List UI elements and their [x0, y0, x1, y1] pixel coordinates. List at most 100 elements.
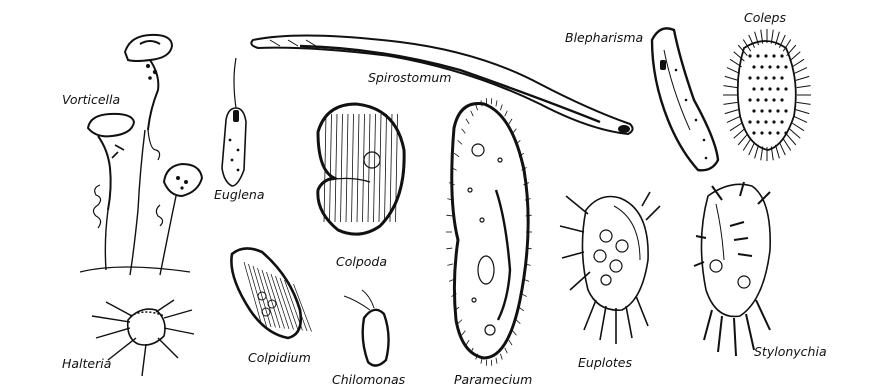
coleps-spine: [796, 110, 809, 114]
paramecium-cilium: [509, 340, 512, 345]
coleps-plate: [776, 87, 779, 90]
coleps-spine: [749, 142, 755, 155]
stylonychia-cirrus: [746, 314, 754, 350]
halteria-bristle: [164, 310, 192, 318]
coleps-plate: [756, 98, 759, 101]
colpoda-striation: [341, 114, 343, 222]
coleps-spine: [723, 86, 737, 88]
coleps-spine: [794, 68, 807, 74]
coleps-plate: [784, 131, 787, 134]
coleps-plate: [776, 109, 779, 112]
coleps-spine: [787, 134, 796, 145]
coleps-plate: [772, 54, 775, 57]
stylonychia-cirrus: [730, 222, 744, 226]
paramecium-cilium: [446, 215, 452, 216]
label-euplotes: Euplotes: [578, 355, 632, 370]
euplotes-cirrus: [562, 252, 584, 258]
vorticella-drawing: [80, 35, 202, 275]
paramecium-cilium: [505, 111, 508, 116]
label-paramecium: Paramecium: [454, 372, 532, 387]
coleps-plate: [780, 54, 783, 57]
label-euglena: Euglena: [214, 187, 265, 202]
coleps-spine: [723, 102, 737, 104]
coleps-spine: [727, 68, 740, 74]
coleps-plate: [780, 76, 783, 79]
coleps-spine: [725, 110, 738, 114]
coleps-plate: [752, 65, 755, 68]
coleps-plate: [768, 109, 771, 112]
euplotes-cirrus: [566, 196, 588, 214]
coleps-plate: [764, 76, 767, 79]
label-colpidium: Colpidium: [248, 350, 311, 365]
coleps-spine: [787, 45, 796, 56]
colpidium-striation: [244, 262, 262, 326]
stylonychia-cirrus: [738, 254, 752, 256]
coleps-spine: [727, 117, 740, 123]
euglena-dots: [229, 110, 240, 171]
label-chilomonas: Chilomonas: [332, 372, 406, 387]
halteria-bristle: [96, 328, 130, 338]
coleps-spine: [779, 142, 785, 155]
coleps-plate: [752, 109, 755, 112]
coleps-plate: [748, 54, 751, 57]
coleps-spine: [738, 134, 747, 145]
coleps-plate: [760, 87, 763, 90]
vorticella-granules: [146, 64, 188, 190]
paramecium-cilium: [462, 331, 466, 336]
paramecium-organelles: [468, 144, 510, 335]
label-spirostomum: Spirostomum: [368, 70, 451, 85]
coleps-plate: [784, 109, 787, 112]
coleps-plate: [768, 87, 771, 90]
colpoda-striation: [335, 114, 337, 222]
coleps-spine: [797, 102, 811, 104]
coleps-plate: [772, 76, 775, 79]
coleps-plate: [772, 120, 775, 123]
coleps-spine: [734, 129, 745, 138]
halteria-bristle: [92, 316, 130, 322]
euplotes-cirrus: [560, 226, 584, 232]
halteria-bristle: [142, 344, 146, 376]
coleps-plate: [784, 65, 787, 68]
euplotes-drawing: [582, 197, 648, 311]
paramecium-cilium: [496, 358, 497, 364]
coleps-plates: [748, 54, 787, 134]
coleps-plate: [748, 98, 751, 101]
paramecium-cilium: [458, 320, 462, 324]
paramecium-cilium: [500, 105, 502, 111]
label-colpoda: Colpoda: [336, 254, 387, 269]
coleps-spine: [794, 117, 807, 123]
coleps-spine: [790, 52, 801, 61]
euplotes-cirrus: [600, 306, 606, 340]
paramecium-cilium: [526, 215, 532, 216]
stylonychia-cirrus: [756, 300, 770, 330]
coleps-plate: [760, 109, 763, 112]
colpoda-striation: [379, 114, 381, 222]
paramecium-cilium: [513, 331, 517, 336]
stylonychia-cirrus: [734, 238, 748, 240]
colpoda-striation: [352, 114, 354, 222]
coleps-spine: [775, 145, 779, 158]
paramecium-cilium: [446, 248, 452, 249]
spirostomum-nucleus: [618, 125, 630, 133]
euplotes-cirrus: [642, 192, 650, 206]
coleps-spine: [792, 123, 804, 131]
paramecium-cilium: [516, 320, 520, 324]
label-stylonychia: Stylonychia: [754, 344, 827, 359]
paramecium-cilium: [454, 153, 459, 157]
halteria-bristle: [156, 300, 174, 312]
euplotes-nuclei: [594, 230, 628, 285]
colpoda-striation: [363, 114, 365, 222]
stylonychia-cirrus: [734, 318, 736, 356]
coleps-plate: [756, 76, 759, 79]
coleps-plate: [776, 131, 779, 134]
coleps-spines: [723, 29, 811, 161]
coleps-spine: [792, 59, 804, 67]
coleps-plate: [764, 54, 767, 57]
label-blepharisma: Blepharisma: [565, 30, 643, 45]
coleps-plate: [748, 76, 751, 79]
coleps-plate: [748, 120, 751, 123]
colpoda-striation: [357, 114, 359, 222]
paramecium-cilium: [466, 340, 469, 345]
stylonychia-drawing: [701, 184, 770, 316]
